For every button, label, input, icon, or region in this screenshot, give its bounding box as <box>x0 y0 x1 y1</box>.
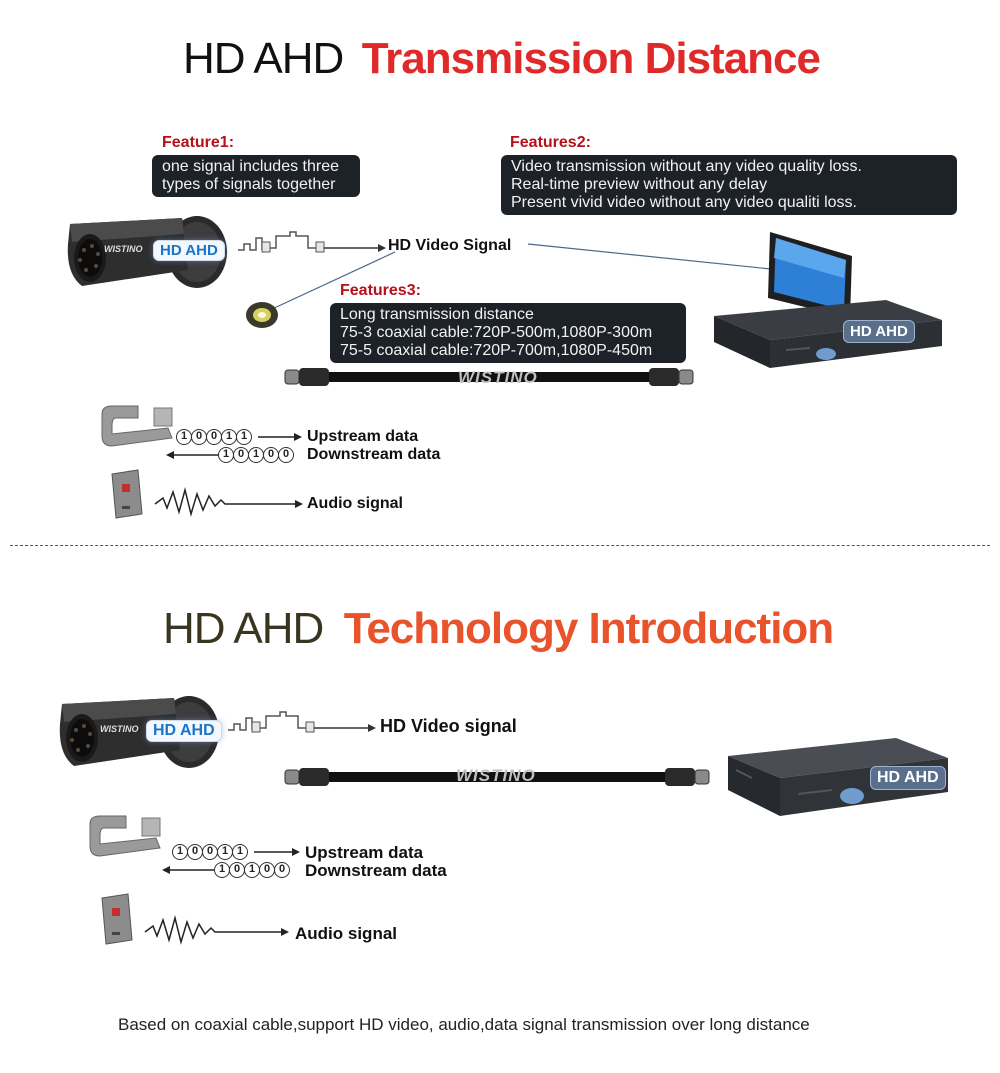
bit: 0 <box>191 429 207 445</box>
upstream-label: Upstream data <box>307 428 419 445</box>
bit: 1 <box>236 429 252 445</box>
bit: 1 <box>176 429 192 445</box>
signal-wave-icon <box>228 711 376 733</box>
cable-brand: WISTINO <box>456 766 536 785</box>
video-signal-label: HD Video Signal <box>388 237 512 254</box>
downstream-bits: 1 0 1 0 0 <box>214 862 290 878</box>
audio-label: Audio signal <box>295 924 397 943</box>
feature2-title: Features2: <box>510 134 591 151</box>
feature1-title: Feature1: <box>162 134 235 151</box>
signal-wave-icon <box>238 231 386 253</box>
bit: 0 <box>233 447 249 463</box>
bit: 0 <box>202 844 218 860</box>
monitor-icon <box>768 232 852 322</box>
camera-badge: HD AHD <box>153 240 225 261</box>
upstream-label: Upstream data <box>305 843 424 862</box>
bit: 1 <box>244 862 260 878</box>
audio-module-icon <box>101 893 133 945</box>
ptz-bracket-icon <box>89 815 161 857</box>
ptz-bracket-icon <box>101 405 173 447</box>
chip-icon <box>246 302 278 328</box>
bit: 1 <box>218 447 234 463</box>
pointer-lines <box>269 243 801 311</box>
section1-title-prefix: HD AHD <box>183 34 344 83</box>
section2-title-main: Technology Introduction <box>343 604 834 653</box>
section1-title: HD AHD Transmission Distance <box>183 34 821 84</box>
bnc-cable-icon <box>284 768 710 786</box>
bit: 0 <box>263 447 279 463</box>
downstream-label: Downstream data <box>307 446 441 463</box>
bottom-caption: Based on coaxial cable,support HD video,… <box>118 1015 810 1034</box>
downstream-label: Downstream data <box>305 861 447 880</box>
bnc-cable-icon <box>284 368 694 386</box>
bit: 1 <box>172 844 188 860</box>
waveform-icon <box>144 915 289 945</box>
feature2-line: Video transmission without any video qua… <box>511 158 862 175</box>
downstream-arrow <box>166 451 222 459</box>
bit: 1 <box>214 862 230 878</box>
camera-icon <box>67 216 227 288</box>
dvr-badge: HD AHD <box>870 766 946 790</box>
bit: 1 <box>232 844 248 860</box>
feature3-title: Features3: <box>340 282 421 299</box>
bit: 0 <box>278 447 294 463</box>
feature3-line: 75-5 coaxial cable:720P-700m,1080P-450m <box>340 342 653 359</box>
camera-badge: HD AHD <box>146 720 222 742</box>
bit: 0 <box>229 862 245 878</box>
feature2-box: Video transmission without any video qua… <box>501 155 957 215</box>
dvr-badge: HD AHD <box>843 320 915 343</box>
waveform-icon <box>154 487 303 517</box>
feature2-line: Real-time preview without any delay <box>511 176 768 193</box>
section-divider <box>10 545 990 546</box>
downstream-bits: 1 0 1 0 0 <box>218 447 294 463</box>
bit: 0 <box>206 429 222 445</box>
bit: 0 <box>259 862 275 878</box>
audio-label: Audio signal <box>307 495 403 512</box>
audio-module-icon <box>111 469 143 519</box>
cable-brand: WISTINO <box>458 368 538 387</box>
camera-brand: WISTINO <box>104 244 143 254</box>
video-signal-label: HD Video signal <box>380 716 517 736</box>
feature3-box: Long transmission distance 75-3 coaxial … <box>330 303 686 363</box>
upstream-bits: 1 0 0 1 1 <box>172 844 248 860</box>
bit: 1 <box>221 429 237 445</box>
upstream-arrow <box>254 848 300 856</box>
upstream-bits: 1 0 0 1 1 <box>176 429 252 445</box>
feature1-line: types of signals together <box>162 176 336 193</box>
feature3-line: Long transmission distance <box>340 306 534 323</box>
bit: 1 <box>248 447 264 463</box>
section2-title-prefix: HD AHD <box>163 604 324 653</box>
feature3-line: 75-3 coaxial cable:720P-500m,1080P-300m <box>340 324 653 341</box>
section2-title: HD AHD Technology Introduction <box>163 604 834 654</box>
section1-title-main: Transmission Distance <box>361 34 821 83</box>
downstream-arrow <box>162 866 220 874</box>
upstream-arrow <box>258 433 302 441</box>
bit: 0 <box>187 844 203 860</box>
camera-brand: WISTINO <box>100 724 139 734</box>
bit: 0 <box>274 862 290 878</box>
feature1-box: one signal includes three types of signa… <box>152 155 360 197</box>
bit: 1 <box>217 844 233 860</box>
feature1-line: one signal includes three <box>162 158 340 175</box>
feature2-line: Present vivid video without any video qu… <box>511 194 857 211</box>
